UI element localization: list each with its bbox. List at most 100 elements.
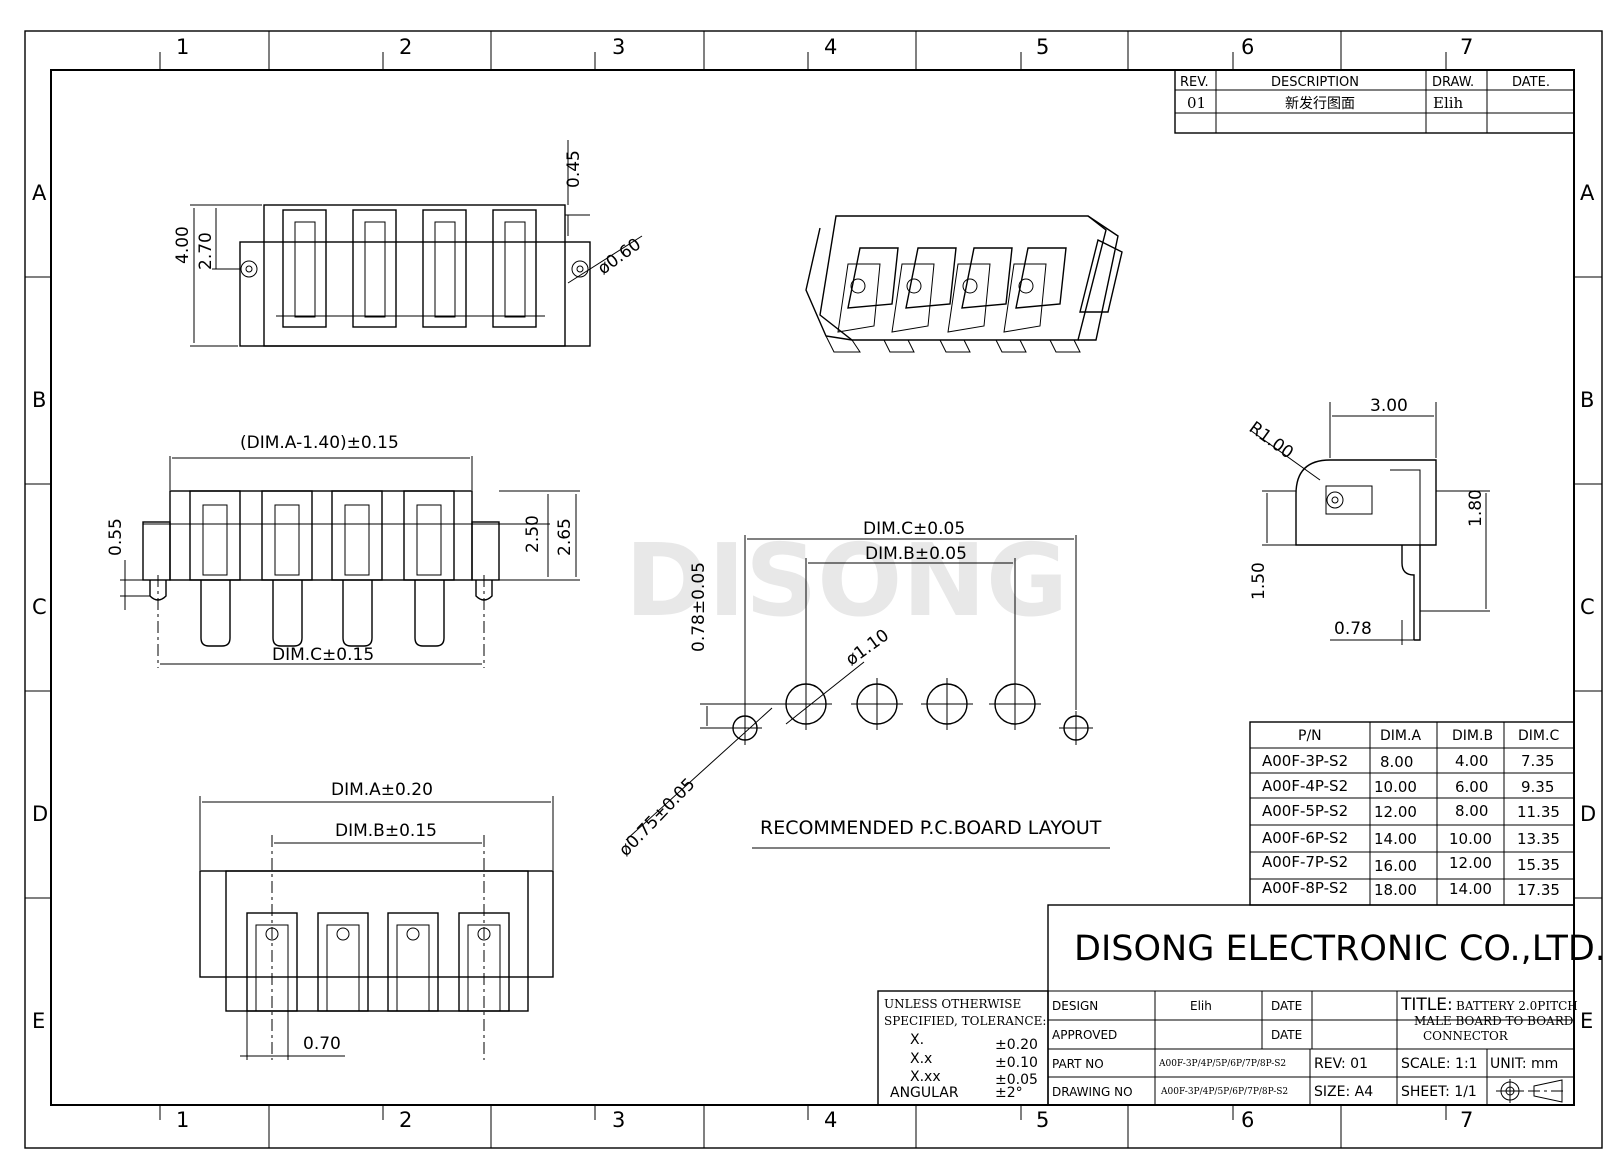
title-line3: CONNECTOR xyxy=(1423,1029,1509,1043)
sheet-value: SHEET: 1/1 xyxy=(1401,1084,1477,1100)
hole-dim: ø0.60 xyxy=(594,234,645,279)
drawn-header: DRAW. xyxy=(1432,75,1474,90)
table-cell: A00F-6P-S2 xyxy=(1262,829,1348,847)
zone-col-1-bottom: 1 xyxy=(176,1108,189,1132)
top-height2-dim: 2.70 xyxy=(196,232,216,270)
dimc-header: DIM.C xyxy=(1518,728,1559,744)
front-h2-dim: 2.65 xyxy=(555,518,575,556)
zone-col-3: 3 xyxy=(612,35,625,59)
projection-symbol-icon xyxy=(1496,1079,1566,1103)
scale-value: SCALE: 1:1 xyxy=(1401,1056,1478,1072)
date1-label: DATE xyxy=(1271,999,1302,1013)
zone-row-b: B xyxy=(32,388,46,412)
zone-row-e-right: E xyxy=(1580,1009,1593,1033)
zone-row-e: E xyxy=(32,1009,45,1033)
watermark: DISONG xyxy=(625,522,1068,639)
drawing-no-label: DRAWING NO xyxy=(1052,1085,1133,1099)
drawing-no-value: A00F-3P/4P/5P/6P/7P/8P-S2 xyxy=(1160,1087,1288,1097)
title-label: TITLE: xyxy=(1400,995,1453,1015)
bottom-view: DIM.A±0.20 DIM.B±0.15 0.70 xyxy=(199,780,554,1060)
pcb-dim-b: DIM.B±0.05 xyxy=(865,544,967,564)
table-cell: A00F-4P-S2 xyxy=(1262,777,1348,795)
rev-value-block: REV: 01 xyxy=(1314,1056,1368,1072)
unit-value: UNIT: mm xyxy=(1490,1056,1558,1072)
isometric-view xyxy=(805,215,1123,353)
zone-col-4: 4 xyxy=(824,35,837,59)
side-h2-dim: 1.50 xyxy=(1249,562,1269,600)
zone-col-2: 2 xyxy=(399,35,412,59)
table-cell: 4.00 xyxy=(1455,752,1488,770)
tol-value: ±2° xyxy=(995,1085,1023,1101)
table-cell: 15.35 xyxy=(1517,856,1560,874)
size-value: SIZE: A4 xyxy=(1314,1084,1373,1100)
zone-col-6-bottom: 6 xyxy=(1241,1108,1254,1132)
table-cell: 11.35 xyxy=(1517,803,1560,821)
zone-row-b-right: B xyxy=(1580,388,1594,412)
side-h1-dim: 1.80 xyxy=(1466,489,1486,527)
date-header: DATE. xyxy=(1512,75,1550,90)
table-cell: A00F-3P-S2 xyxy=(1262,752,1348,770)
table-cell: 6.00 xyxy=(1455,778,1488,796)
outer-border xyxy=(24,30,1603,1149)
tol-label: ANGULAR xyxy=(890,1085,959,1101)
zone-row-c-right: C xyxy=(1580,595,1595,619)
pin-gap-dim: 0.45 xyxy=(564,150,584,188)
table-cell: 12.00 xyxy=(1374,803,1417,821)
description-header: DESCRIPTION xyxy=(1271,75,1359,90)
front-lead-dim: 0.55 xyxy=(106,518,126,556)
zone-col-3-bottom: 3 xyxy=(612,1108,625,1132)
pcb-offset-dim: 0.78±0.05 xyxy=(689,562,709,652)
table-cell: 14.00 xyxy=(1374,830,1417,848)
table-cell: 10.00 xyxy=(1374,778,1417,796)
pcb-dim-c: DIM.C±0.05 xyxy=(863,519,965,539)
top-view: 4.00 2.70 0.45 ø0.60 xyxy=(173,140,645,347)
side-pin-dim: 0.78 xyxy=(1334,619,1372,639)
pn-table: P/N DIM.A DIM.B DIM.C A00F-3P-S2 8.00 4.… xyxy=(1249,721,1575,906)
zone-row-a-right: A xyxy=(1580,181,1595,205)
table-cell: 10.00 xyxy=(1449,830,1492,848)
zone-col-7: 7 xyxy=(1460,35,1473,59)
zone-col-5-bottom: 5 xyxy=(1036,1108,1049,1132)
pcb-hole-dim: ø0.75±0.05 xyxy=(615,774,699,860)
zone-col-6: 6 xyxy=(1241,35,1254,59)
zone-col-1: 1 xyxy=(176,35,189,59)
tol-label: X. xyxy=(910,1032,924,1048)
table-cell: 7.35 xyxy=(1521,752,1554,770)
bottom-dim-a: DIM.A±0.20 xyxy=(331,780,433,800)
tolerance-line1: UNLESS OTHERWISE xyxy=(884,997,1021,1011)
dima-header: DIM.A xyxy=(1380,728,1421,744)
tolerance-line2: SPECIFIED, TOLERANCE: xyxy=(884,1014,1046,1028)
bottom-pad-dim: 0.70 xyxy=(303,1034,341,1054)
zone-row-d: D xyxy=(32,802,48,826)
rev-header: REV. xyxy=(1180,75,1209,90)
front-view: (DIM.A-1.40)±0.15 0.55 2.50 2.65 DIM.C±0… xyxy=(106,433,580,668)
zone-row-a: A xyxy=(32,181,47,205)
design-value: Elih xyxy=(1190,999,1212,1013)
table-cell: 17.35 xyxy=(1517,881,1560,899)
front-pitch-dim: DIM.C±0.15 xyxy=(272,645,374,665)
description-value: 新发行图面 xyxy=(1285,96,1355,112)
title-line2: MALE BOARD TO BOARD xyxy=(1414,1014,1573,1028)
title-block: DISONG ELECTRONIC CO.,LTD. UNLESS OTHERW… xyxy=(877,904,1606,1106)
part-no-value: A00F-3P/4P/5P/6P/7P/8P-S2 xyxy=(1158,1059,1286,1069)
company-name: DISONG ELECTRONIC CO.,LTD. xyxy=(1074,929,1606,969)
tol-value: ±0.05 xyxy=(995,1072,1038,1088)
side-width-dim: 3.00 xyxy=(1370,396,1408,416)
tol-value: ±0.20 xyxy=(995,1037,1038,1053)
side-radius-dim: R1.00 xyxy=(1245,418,1297,463)
front-h1-dim: 2.50 xyxy=(523,515,543,553)
zone-labels: 1 2 3 4 5 6 7 1 2 3 4 5 6 7 A B C D E A … xyxy=(32,35,1596,1132)
zone-col-5: 5 xyxy=(1036,35,1049,59)
tol-value: ±0.10 xyxy=(995,1055,1038,1071)
table-cell: 13.35 xyxy=(1517,830,1560,848)
inner-border xyxy=(50,69,1575,1106)
zone-row-d-right: D xyxy=(1580,802,1596,826)
design-label: DESIGN xyxy=(1052,999,1098,1013)
table-cell: A00F-5P-S2 xyxy=(1262,802,1348,820)
table-cell: 16.00 xyxy=(1374,857,1417,875)
zone-row-c: C xyxy=(32,595,47,619)
tol-label: X.xx xyxy=(910,1069,941,1085)
table-cell: 12.00 xyxy=(1449,854,1492,872)
table-cell: 14.00 xyxy=(1449,880,1492,898)
table-cell: A00F-7P-S2 xyxy=(1262,853,1348,871)
